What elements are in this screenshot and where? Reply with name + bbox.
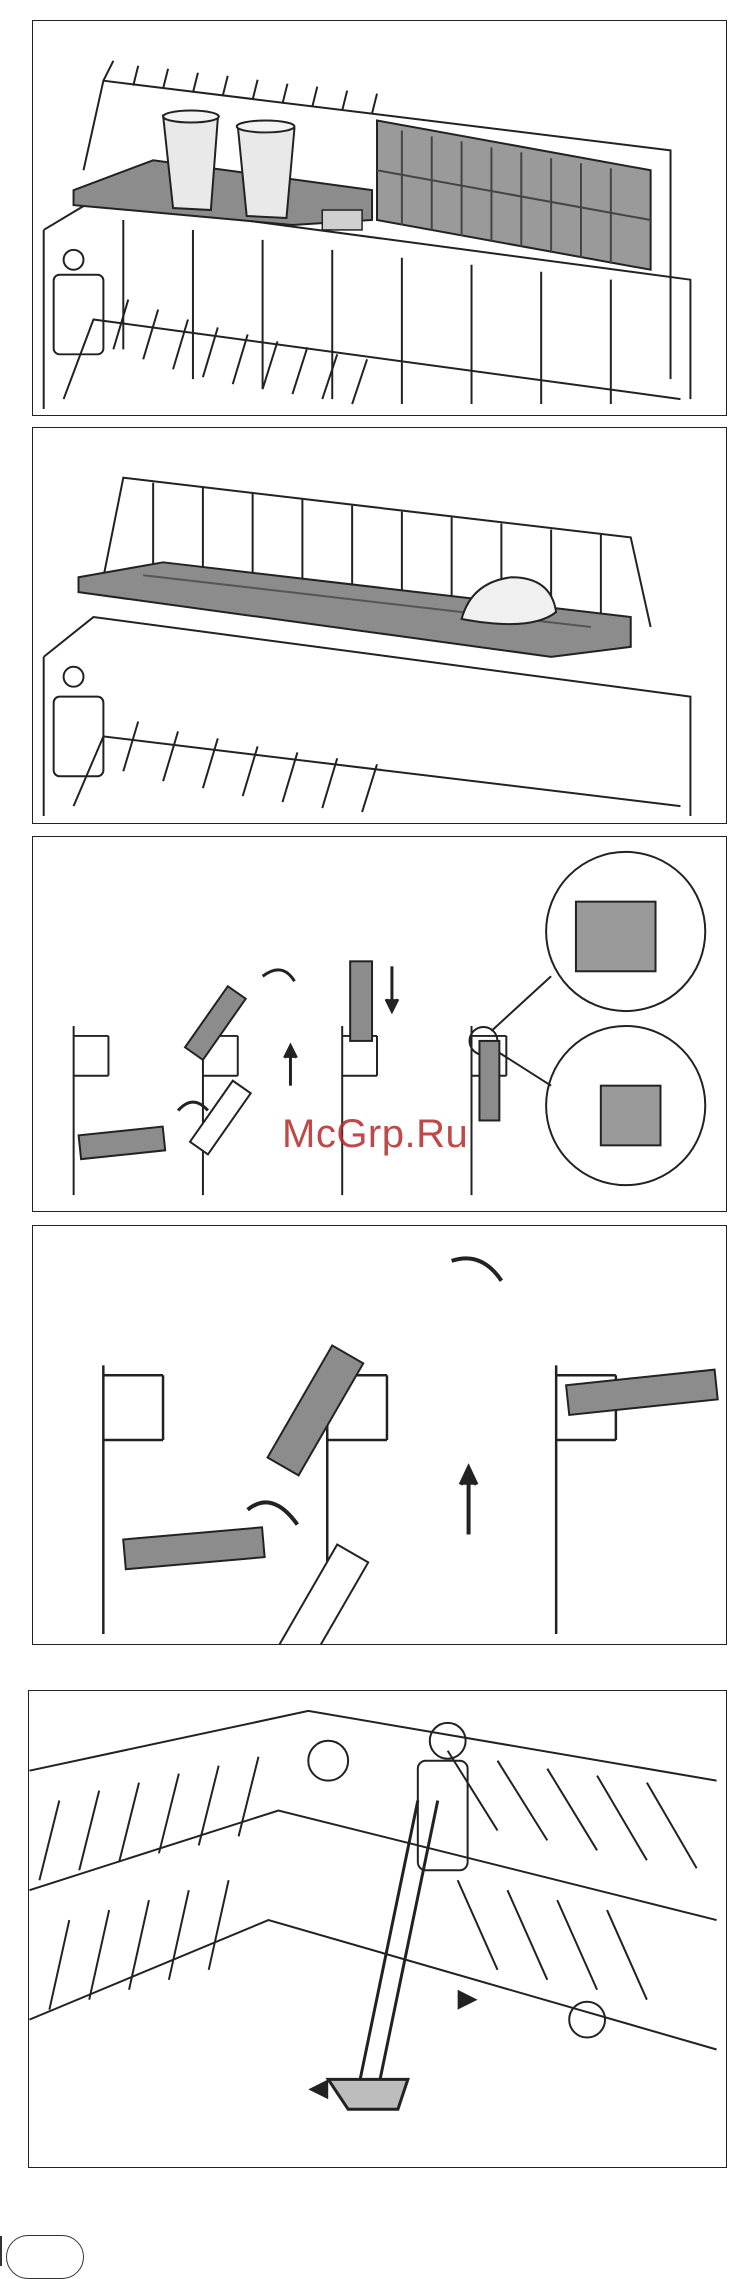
bowl-icon <box>462 577 557 624</box>
illustration-panel-folding-steps-enlarged <box>32 1225 727 1645</box>
illustration-panel-rack-adjustment <box>28 1690 727 2168</box>
rack-adjustment-drawing <box>29 1691 726 2167</box>
arrow-down-icon <box>386 966 398 1011</box>
page-left-rule <box>0 2236 2 2266</box>
cup-shelf-bowl-drawing <box>33 428 726 823</box>
page-number-badge <box>6 2235 84 2279</box>
arrow-up-icon <box>461 1468 477 1535</box>
illustration-panel-cup-shelf-cups <box>32 20 727 416</box>
arrow-up-icon <box>285 1046 297 1086</box>
watermark-text: McGrp.Ru <box>282 1112 468 1157</box>
cup-shelf-cups-drawing <box>33 21 726 415</box>
illustration-panel-cup-shelf-bowl <box>32 427 727 824</box>
cup-right-icon <box>237 120 295 218</box>
cup-left-icon <box>163 111 219 210</box>
folding-steps-enlarged-drawing <box>33 1226 726 1644</box>
